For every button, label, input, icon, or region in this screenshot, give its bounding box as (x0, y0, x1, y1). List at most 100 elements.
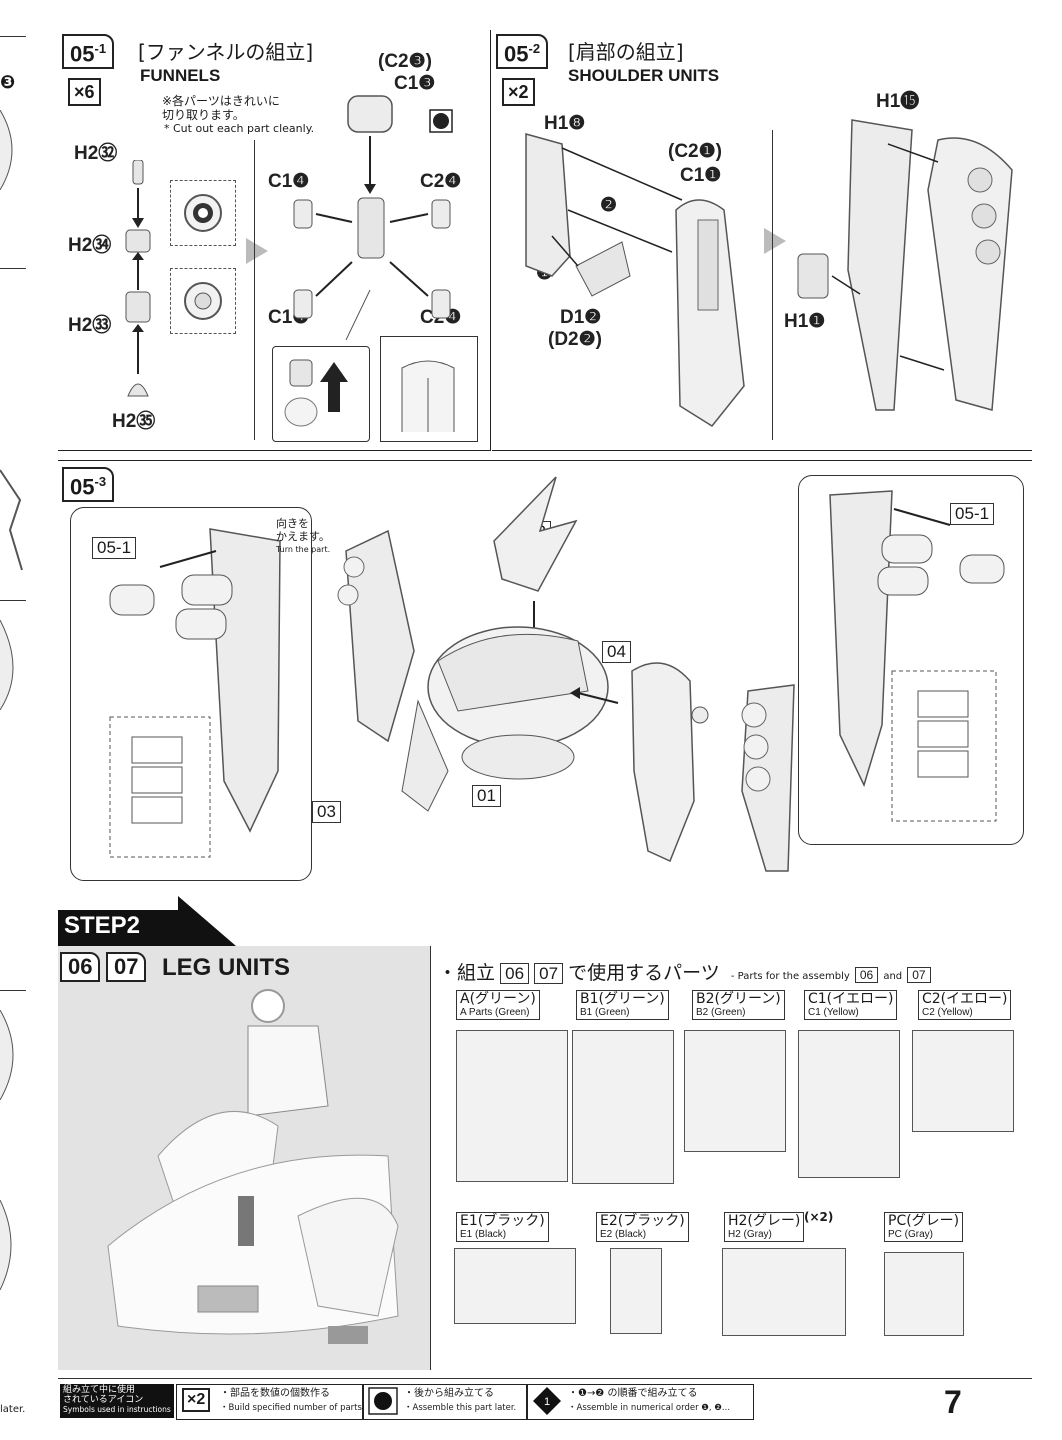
parts-heading: ・組立 06 07 で使用するパーツ - Parts for the assem… (438, 958, 1038, 988)
runner-sheet-c1 (798, 1030, 900, 1178)
step2-title: LEG UNITS (162, 954, 291, 981)
leg-render-drawing (107, 989, 399, 1344)
part-label: C1❶ (680, 165, 722, 186)
part-label: D1❷ (560, 307, 602, 328)
left-edge-rule (0, 990, 26, 991)
left-edge-part-drawing (0, 1200, 12, 1290)
parts-heading-num-07: 07 (534, 963, 564, 984)
step2-banner: STEP2 (58, 896, 238, 946)
legend-numerical-order (526, 1384, 754, 1420)
runner-sheet-pc (884, 1252, 964, 1336)
part-label: H2㉝ (68, 315, 112, 336)
left-inset-panel (70, 507, 312, 881)
next-step-triangle-icon (246, 238, 268, 264)
legend-assemble-later-jp: ・後から組み立てる (404, 1388, 494, 1399)
part-label: C1❸ (394, 73, 436, 94)
runner-sheet-a (456, 1030, 568, 1182)
step-number-07: 07 (106, 952, 147, 982)
runner-sheet-e1 (454, 1248, 576, 1324)
sheet-label-b1: B1(グリーン)B1 (Green) (576, 990, 669, 1020)
detail-callout-box (170, 180, 236, 246)
shoulder-funnel-right-drawing (829, 490, 1005, 822)
section-05-2: 05-2 [肩部の組立] SHOULDER UNITS ×2 H1❽ (C2❶)… (492, 30, 1032, 451)
right-inset-panel (798, 475, 1024, 845)
part-label: (C2❸) (378, 51, 432, 72)
section-title-jp: [肩部の組立] (568, 40, 684, 64)
left-edge-strip: ❸ later. (0, 0, 30, 1440)
legend-multiplier (176, 1384, 364, 1420)
shoulder-assembly-drawing (525, 133, 745, 427)
sheet-label-e1: E1(ブラック)E1 (Black) (456, 1212, 549, 1242)
left-edge-rule (0, 36, 26, 37)
step2-label: STEP2 (64, 912, 141, 939)
part-label: H2㉜ (74, 143, 118, 164)
sub-divider (772, 130, 773, 440)
sheet-label-c1: C1(イエロー)C1 (Yellow) (804, 990, 898, 1020)
part-label: H1❶ (784, 311, 826, 332)
symbols-title-jp: 組み立て中に使用 されているアイコン (63, 1385, 144, 1405)
left-edge-part-drawing (0, 620, 14, 710)
left-edge-part-drawing (0, 1010, 14, 1100)
section-title-en: FUNNELS (140, 66, 221, 85)
runner-sheet-h2 (722, 1248, 846, 1336)
left-edge-number: ❸ (0, 72, 16, 93)
sub-divider (254, 140, 255, 440)
left-edge-part-drawing (0, 469, 23, 571)
left-edge-rule (0, 600, 26, 601)
ring-detail-drawing (184, 194, 222, 232)
sheet-label-c2: C2(イエロー)C2 (Yellow) (918, 990, 1012, 1020)
parts-heading-num-06: 06 (500, 963, 530, 984)
cut-note-en: * Cut out each part cleanly. (164, 122, 315, 135)
step-number-06: 06 (60, 952, 101, 982)
section-number: 05-2 (496, 34, 549, 70)
step2-leg-panel: 06 07 LEG UNITS (58, 946, 431, 1370)
section-title-en: SHOULDER UNITS (568, 66, 720, 85)
h2-multiplier: (×2) (804, 1210, 834, 1224)
part-label: C2❹ (420, 171, 462, 192)
detail-inset (380, 336, 478, 442)
section-05-1: 05-1 [ファンネルの組立] FUNNELS ×6 ※各パーツはきれいに 切り… (58, 30, 491, 451)
symbols-legend-title: 組み立て中に使用 されているアイコン Symbols used in instr… (60, 1384, 174, 1418)
ref-05-1-box: 05-1 (950, 503, 995, 525)
turn-note-en: Turn the part. (276, 545, 331, 554)
part-label: H1❽ (544, 113, 586, 134)
next-step-triangle-icon (764, 228, 786, 254)
assemble-later-icon (368, 1387, 398, 1415)
left-edge-cut-text: later. (0, 1404, 26, 1415)
sheet-label-pc: PC(グレー)PC (Gray) (884, 1212, 964, 1242)
shoulder-funnel-left-drawing (109, 528, 281, 858)
legend-multiplier-jp: ・部品を数値の個数作る (220, 1388, 330, 1399)
section-number: 05-1 (62, 34, 115, 70)
funnel-assembly-drawing (293, 95, 453, 340)
part-box-01: 01 (472, 785, 501, 807)
step-banner-shape-icon (58, 896, 236, 946)
parts-heading-pre: ・組立 (438, 962, 496, 984)
parts-heading-en-and: and (883, 971, 903, 982)
shoulder-complete-drawing (797, 119, 1013, 411)
legend-multiplier-icon: ×2 (182, 1388, 211, 1412)
svg-text:1: 1 (544, 1396, 550, 1408)
left-edge-part-drawing (0, 110, 13, 190)
footer-rule (58, 1378, 1032, 1379)
hub-detail-drawing (184, 282, 222, 320)
turn-note-jp: 向きを かえます。 (276, 517, 330, 543)
torso-assembly-drawing (337, 476, 795, 872)
legend-assemble-later-en: ・Assemble this part later. (404, 1403, 517, 1413)
legend-numerical-order-en: ・Assemble in numerical order ❶, ❷... (568, 1403, 731, 1413)
part-label: H2㉞ (68, 235, 112, 256)
sheet-label-a: A(グリーン)A Parts (Green) (456, 990, 540, 1020)
section-05-3: 05-3 05-1 向きを かえます。 Turn the part. 02 04… (58, 460, 1032, 881)
parts-heading-en: - Parts for the assembly (730, 971, 850, 982)
funnel-parts-stack-drawing (125, 160, 151, 397)
legend-numerical-order-jp: ・❶→❷ の順番で組み立てる (568, 1388, 698, 1399)
part-label: H2㉟ (112, 411, 156, 432)
legend-assemble-later (362, 1384, 528, 1420)
part-label: (C2❶) (668, 141, 722, 162)
runner-sheet-c2 (912, 1030, 1014, 1132)
ref-05-1-box: 05-1 (92, 537, 137, 559)
section-number: 05-3 (62, 467, 115, 503)
legend-multiplier-en: ・Build specified number of parts. (220, 1403, 365, 1413)
sheet-label-e2: E2(ブラック)E2 (Black) (596, 1212, 689, 1242)
part-box-04: 04 (602, 641, 631, 663)
sheet-label-h2: H2(グレー)H2 (Gray) (724, 1212, 805, 1242)
